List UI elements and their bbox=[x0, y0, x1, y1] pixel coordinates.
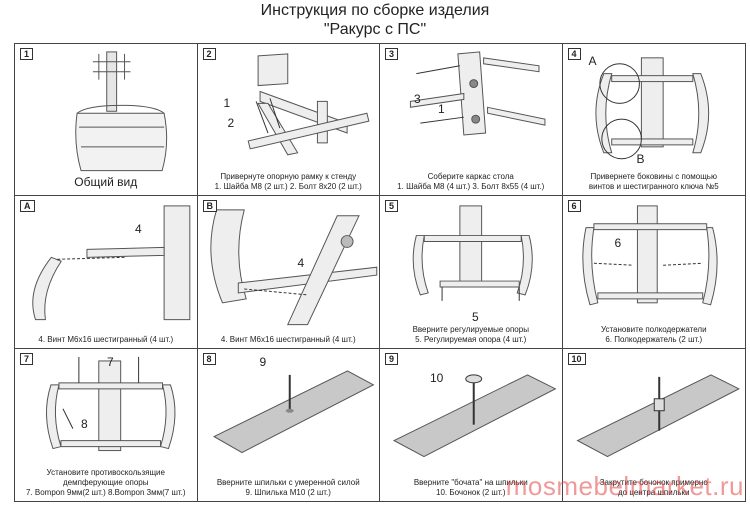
callout-2: 2 bbox=[227, 116, 235, 130]
adjustable-feet-illustration bbox=[412, 205, 533, 302]
step-number: 5 bbox=[385, 200, 399, 213]
watermark: mosmebelmarket.ru bbox=[505, 471, 744, 501]
step-a: A 4 4. Винт М6х16 шестигранный (4 шт.) bbox=[15, 196, 198, 349]
barrel-nuts-illustration bbox=[392, 373, 557, 457]
step-number: 6 bbox=[567, 200, 581, 213]
callout-5: 5 bbox=[472, 310, 479, 325]
step-caption: 4. Винт М6х16 шестигранный (4 шт.) bbox=[220, 334, 356, 344]
step-number: 9 bbox=[385, 352, 399, 365]
product-name: "Ракурс с ПС" bbox=[323, 21, 427, 38]
step-1: 1 Общий вид bbox=[15, 44, 198, 197]
step-caption: Общий вид bbox=[74, 175, 138, 190]
frame-to-stand-illustration bbox=[247, 53, 369, 156]
step-number: 1 bbox=[20, 48, 34, 60]
callout-7: 7 bbox=[107, 354, 114, 369]
step-number: 8 bbox=[202, 352, 216, 365]
step-number: A bbox=[20, 200, 35, 213]
callout-a: A bbox=[588, 54, 597, 68]
step-number: 2 bbox=[202, 48, 216, 60]
step-number: 7 bbox=[20, 352, 34, 365]
callout-1: 1 bbox=[438, 102, 445, 116]
callout-4: 4 bbox=[297, 256, 305, 271]
document-title: Инструкция по сборке изделия bbox=[260, 2, 490, 19]
callout-b: B bbox=[636, 152, 645, 166]
screw-detail-a-illustration bbox=[32, 205, 191, 321]
callout-3: 3 bbox=[414, 92, 421, 106]
step-caption: 4. Винт М6х16 шестигранный (4 шт.) bbox=[38, 334, 174, 344]
step-number: 10 bbox=[567, 352, 586, 365]
bumpers-illustration bbox=[45, 356, 176, 451]
tv-stand-overview-illustration bbox=[75, 51, 168, 172]
shelf-holders-illustration bbox=[581, 205, 718, 306]
instruction-grid: 1 Общий вид 2 1 2 Привернуте опорную рам… bbox=[14, 43, 746, 502]
step-number: 3 bbox=[385, 48, 399, 60]
callout-10: 10 bbox=[430, 370, 444, 385]
step-number: B bbox=[202, 200, 217, 213]
studs-illustration bbox=[212, 369, 374, 453]
callout-4: 4 bbox=[135, 222, 142, 237]
barrel-center-illustration bbox=[575, 373, 740, 457]
callout-8: 8 bbox=[81, 416, 88, 431]
callout-1: 1 bbox=[223, 96, 231, 110]
step-number: 4 bbox=[567, 48, 581, 60]
callout-6: 6 bbox=[614, 236, 622, 251]
side-panels-illustration bbox=[594, 57, 709, 160]
table-frame-illustration bbox=[409, 51, 546, 136]
screw-detail-b-illustration bbox=[209, 209, 377, 326]
callout-9: 9 bbox=[259, 354, 267, 369]
step-b: B 4 4. Винт М6х16 шестигранный (4 шт.) bbox=[197, 196, 380, 349]
